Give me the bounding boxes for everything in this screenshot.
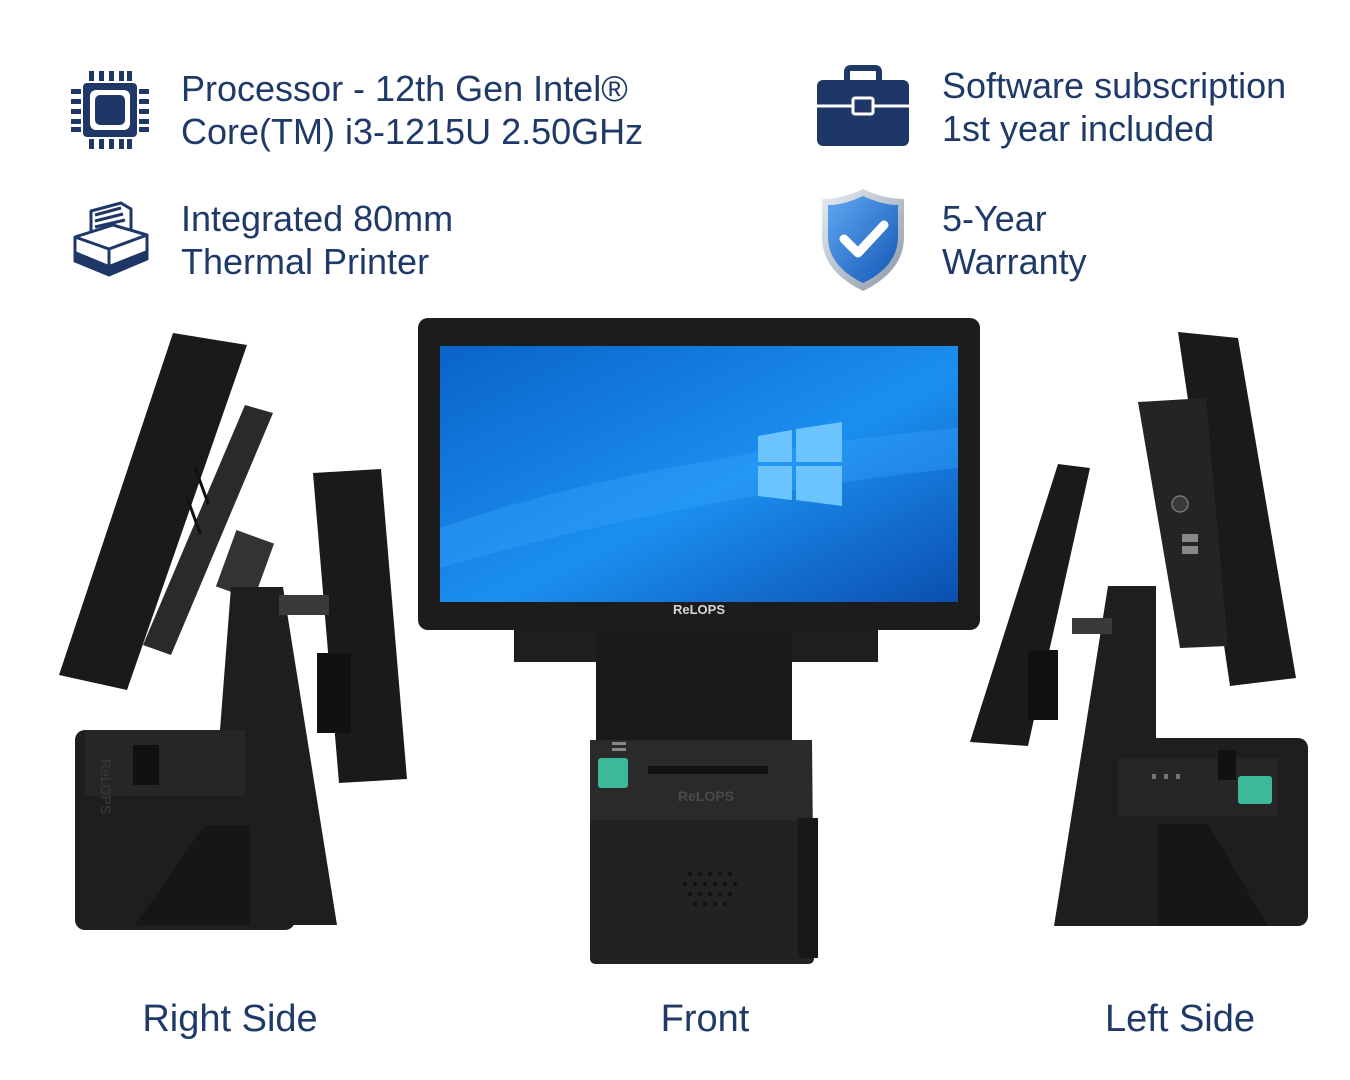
pos-left-side-view — [970, 332, 1308, 926]
warranty-line2: Warranty — [942, 241, 1087, 282]
software-line1: Software subscription — [942, 65, 1287, 106]
desktop-screen — [440, 346, 958, 602]
shield-check-icon — [808, 185, 918, 295]
warranty-line1: 5-Year — [942, 198, 1047, 239]
caption-left-side: Left Side — [1105, 998, 1255, 1040]
front-brand-label: ReLOPS — [673, 602, 725, 617]
caption-right-side: Right Side — [142, 998, 318, 1040]
software-line2: 1st year included — [942, 108, 1215, 149]
feature-warranty: 5-Year Warranty — [808, 185, 1087, 295]
feature-printer: Integrated 80mm Thermal Printer — [55, 185, 453, 295]
printer-line1: Integrated 80mm — [181, 198, 454, 239]
processor-line2: Core(TM) i3-1215U 2.50GHz — [181, 111, 644, 152]
windows-logo-icon — [758, 422, 842, 506]
feature-processor: Processor - 12th Gen Intel® Core(TM) i3-… — [55, 55, 643, 165]
cpu-chip-icon — [55, 55, 165, 165]
processor-line1: Processor - 12th Gen Intel® — [181, 68, 628, 109]
svg-text:ReLOPS: ReLOPS — [98, 759, 114, 814]
pos-front-view: ReLOPS ReLOPS — [418, 318, 980, 964]
briefcase-icon — [808, 52, 918, 162]
printer-brand-label: ReLOPS — [678, 788, 734, 804]
caption-front: Front — [660, 998, 750, 1040]
thermal-printer-icon — [55, 185, 165, 295]
pos-right-side-view: ReLOPS — [59, 333, 407, 930]
printer-line2: Thermal Printer — [181, 241, 430, 282]
feature-software: Software subscription 1st year included — [808, 52, 1286, 162]
